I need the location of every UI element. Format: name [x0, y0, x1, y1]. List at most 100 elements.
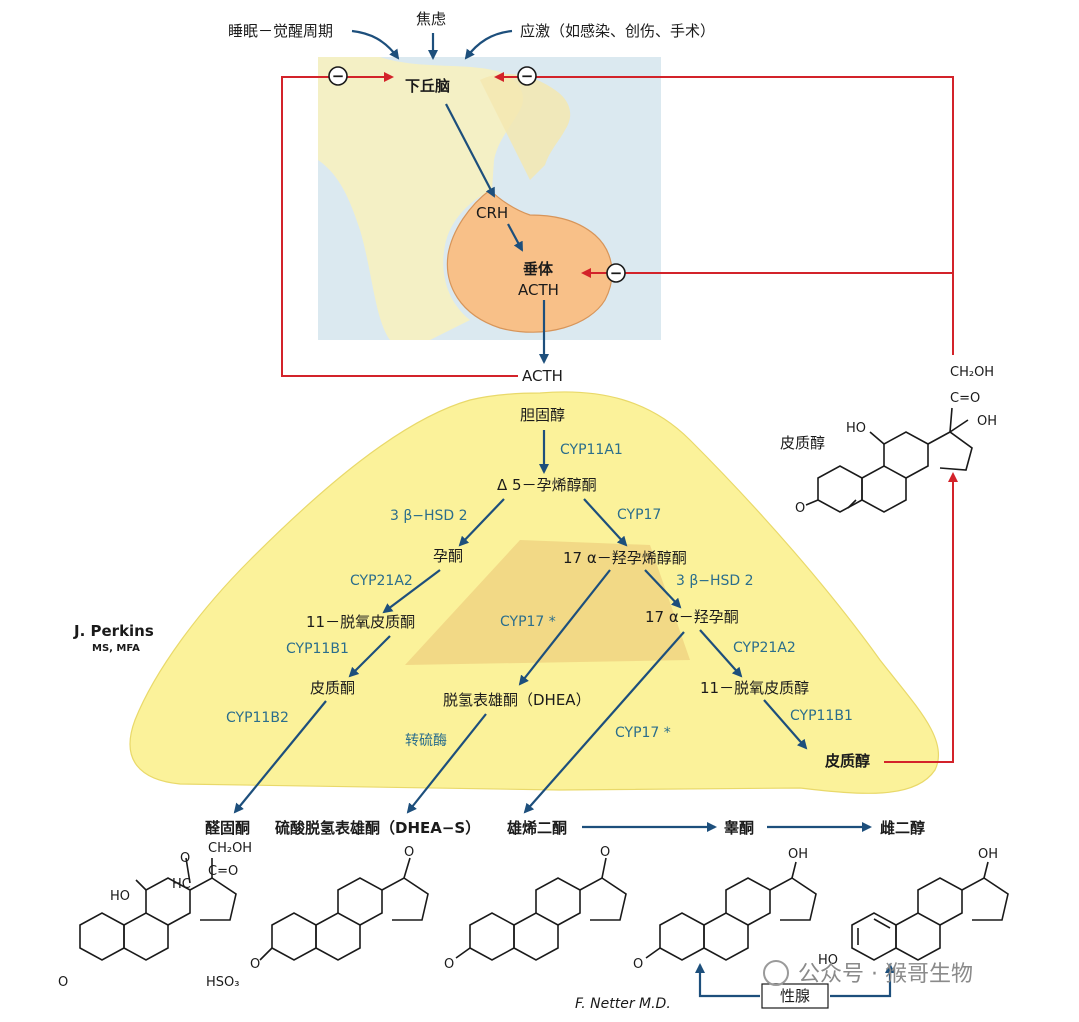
ald-co: C=O: [208, 864, 238, 879]
arrow-crh-to-pituitary: [507, 223, 523, 252]
deoxycorticosterone-label: 11－脱氧皮质酮: [306, 613, 415, 631]
dheas-o-link: O: [250, 957, 260, 972]
cortisol-label: 皮质醇: [825, 752, 870, 770]
arrow-oh-pregnenolone-to-oh-progesterone: [644, 569, 682, 609]
gonad-label: 性腺: [780, 987, 810, 1005]
enzyme-cyp21a2-left: CYP21A2: [350, 573, 413, 589]
arrow-pregnenolone-to-oh-pregnenolone: [583, 498, 628, 547]
enzyme-hsd-right: 3 β−HSD 2: [676, 573, 754, 589]
androstenedione-label: 雄烯二酮: [506, 819, 567, 837]
acth-pituitary-label: ACTH: [518, 281, 559, 299]
crh-label: CRH: [476, 204, 508, 222]
anxiety-label: 焦虑: [416, 10, 446, 28]
right-feedback-line: [494, 72, 954, 355]
ald-hc: HC: [172, 877, 191, 892]
oh-pregnenolone-label: 17 α－羟孕烯醇酮: [563, 549, 687, 567]
inhibit-badge-left: −: [328, 66, 348, 86]
brain-panel: [318, 57, 661, 340]
enzyme-hsd-left: 3 β−HSD 2: [390, 508, 468, 524]
testo-oh: OH: [788, 847, 808, 862]
netter-signature: F. Netter M.D.: [575, 996, 671, 1012]
arrow-hypothalamus-to-crh: [445, 103, 495, 198]
cortisol-ho: HO: [846, 421, 866, 436]
dheas-hso3: HSO₃: [206, 975, 239, 990]
watermark: 公众号 · 猴哥生物: [763, 960, 973, 987]
estra-oh: OH: [978, 847, 998, 862]
inhibit-badge-top-right: −: [517, 66, 537, 86]
pathway-arrows: [233, 430, 872, 832]
inhibit-badge-pituitary: −: [606, 263, 626, 283]
enzyme-cyp17-top: CYP17: [617, 507, 661, 523]
watermark-text: 公众号 · 猴哥生物: [798, 962, 973, 987]
cholesterol-label: 胆固醇: [520, 406, 565, 424]
dhea-s-structure: O O HSO₃: [206, 845, 429, 990]
enzyme-cyp21a2-right: CYP21A2: [733, 640, 796, 656]
cortisol-structure-name: 皮质醇: [780, 434, 825, 452]
arrow-sleep-to-hypothalamus: [351, 29, 400, 60]
arrow-stress-to-hypothalamus: [464, 29, 513, 60]
andro-o: O: [444, 957, 454, 972]
arrow-oh-progesterone-to-androstenedione: [523, 631, 685, 814]
aldosterone-structure: CH₂OH C=O HC HO O O: [58, 841, 252, 990]
androstenedione-structure: O O: [444, 845, 627, 972]
testo-o: O: [633, 957, 643, 972]
inhibit-sign-pituitary: −: [610, 264, 623, 282]
feedback-loops: − − −: [281, 66, 958, 763]
progesterone-label: 孕酮: [433, 547, 463, 565]
pregnenolone-label: Δ 5－孕烯醇酮: [497, 476, 597, 494]
andro-o-top: O: [600, 845, 610, 860]
ald-ho: HO: [110, 889, 130, 904]
arrow-pregnenolone-to-progesterone: [458, 498, 505, 547]
artist-subtitle: MS, MFA: [92, 643, 140, 654]
aldosterone-label: 醛固酮: [205, 819, 250, 837]
enzyme-sulfotransferase: 转硫酶: [405, 733, 447, 749]
arrow-deoxycorticosterone-to-corticosterone: [348, 635, 391, 678]
corticosterone-label: 皮质酮: [310, 679, 355, 697]
enzyme-cyp11b1-right: CYP11B1: [790, 708, 853, 724]
oh-progesterone-label: 17 α－羟孕酮: [645, 608, 739, 626]
cortisol-oh: OH: [977, 414, 997, 429]
gonad-arrow-left: [695, 963, 760, 998]
dheas-o-top: O: [404, 845, 414, 860]
inhibit-sign-left: −: [332, 67, 345, 85]
gonad-box: [761, 983, 829, 1009]
cortisol-structure: 皮质醇 CH₂OH C=O OH HO O: [780, 365, 997, 516]
enzyme-cyp11b1-left: CYP11B1: [286, 641, 349, 657]
enzyme-cyp17-mid: CYP17 *: [500, 614, 556, 630]
adrenal-medulla-core: [405, 540, 690, 665]
dhea-label: 脱氢表雄酮（DHEA）: [443, 691, 591, 709]
ald-o-top: O: [180, 851, 190, 866]
artist-name: J. Perkins: [73, 622, 154, 640]
enzyme-cyp17-low: CYP17 *: [615, 725, 671, 741]
hypothalamus-label: 下丘脑: [405, 77, 450, 95]
arrow-deoxycortisol-to-cortisol: [763, 699, 808, 750]
enzyme-cyp11a1: CYP11A1: [560, 442, 623, 458]
arrow-corticosterone-to-aldosterone: [233, 700, 327, 814]
deoxycortisol-label: 11－脱氧皮质醇: [700, 679, 809, 697]
pituitary-label: 垂体: [523, 260, 554, 278]
dhea-s-label: 硫酸脱氢表雄酮（DHEA−S）: [275, 819, 480, 837]
acth-out-label: ACTH: [522, 367, 563, 385]
arrow-dhea-to-dhea-s: [406, 713, 487, 814]
testosterone-structure: OH O: [633, 847, 817, 972]
cortisol-co: C=O: [950, 391, 980, 406]
ald-o: O: [58, 975, 68, 990]
wechat-icon: [763, 960, 789, 986]
estradiol-structure: OH HO: [818, 847, 1009, 968]
estra-ho: HO: [818, 953, 838, 968]
enzyme-cyp11b2: CYP11B2: [226, 710, 289, 726]
cortisol-o: O: [795, 501, 805, 516]
arrow-oh-progesterone-to-deoxycortisol: [699, 629, 743, 678]
ald-ch2oh: CH₂OH: [208, 841, 252, 856]
inhibit-sign-top-right: −: [521, 67, 534, 85]
arrow-progesterone-to-deoxycorticosterone: [382, 569, 441, 614]
stress-label: 应激（如感染、创伤、手术）: [520, 22, 715, 40]
arrow-oh-pregnenolone-to-dhea: [518, 569, 611, 686]
estradiol-label: 雌二醇: [880, 819, 925, 837]
pituitary-gland: [446, 189, 613, 333]
cortisol-ch2oh: CH₂OH: [950, 365, 994, 380]
testosterone-label: 睾酮: [724, 819, 754, 837]
sleep-wake-label: 睡眠－觉醒周期: [228, 22, 333, 40]
cortisol-to-structure-line: [884, 472, 958, 763]
